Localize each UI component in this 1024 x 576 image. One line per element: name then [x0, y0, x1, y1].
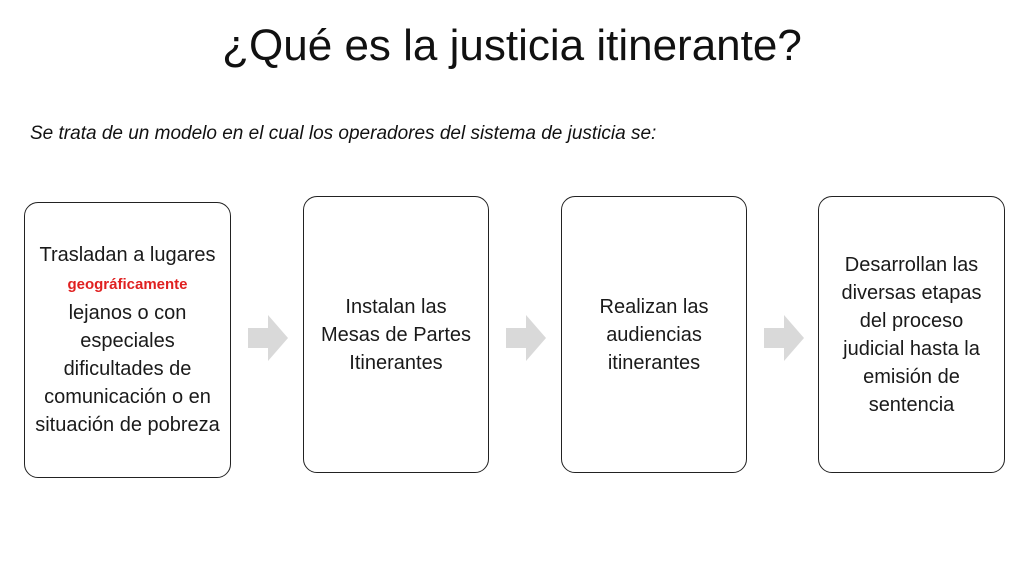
step-box-1: Trasladan a lugares geográficamente leja… [24, 202, 231, 478]
right-arrow-icon [506, 315, 546, 361]
slide-subtitle: Se trata de un modelo en el cual los ope… [30, 123, 657, 144]
step-box-4: Desarrollan las diversas etapas del proc… [818, 196, 1005, 473]
step-2-text: Instalan las Mesas de Partes Itinerantes [320, 295, 472, 374]
right-arrow-icon [764, 315, 804, 361]
step-3-text: Realizan las audiencias itinerantes [599, 295, 709, 374]
right-arrow-icon [248, 315, 288, 361]
step-1-text: Trasladan a lugares geográficamente leja… [35, 241, 220, 439]
step-1-text-before: Trasladan a lugares [39, 244, 216, 266]
step-1-highlight: geográficamente [67, 276, 188, 293]
step-1-text-after: lejanos o con especiales dificultades de… [35, 302, 220, 436]
step-4-text: Desarrollan las diversas etapas del proc… [841, 253, 982, 416]
step-box-2: Instalan las Mesas de Partes Itinerantes [303, 196, 489, 473]
step-box-3: Realizan las audiencias itinerantes [561, 196, 747, 473]
slide-title: ¿Qué es la justicia itinerante? [222, 21, 802, 70]
